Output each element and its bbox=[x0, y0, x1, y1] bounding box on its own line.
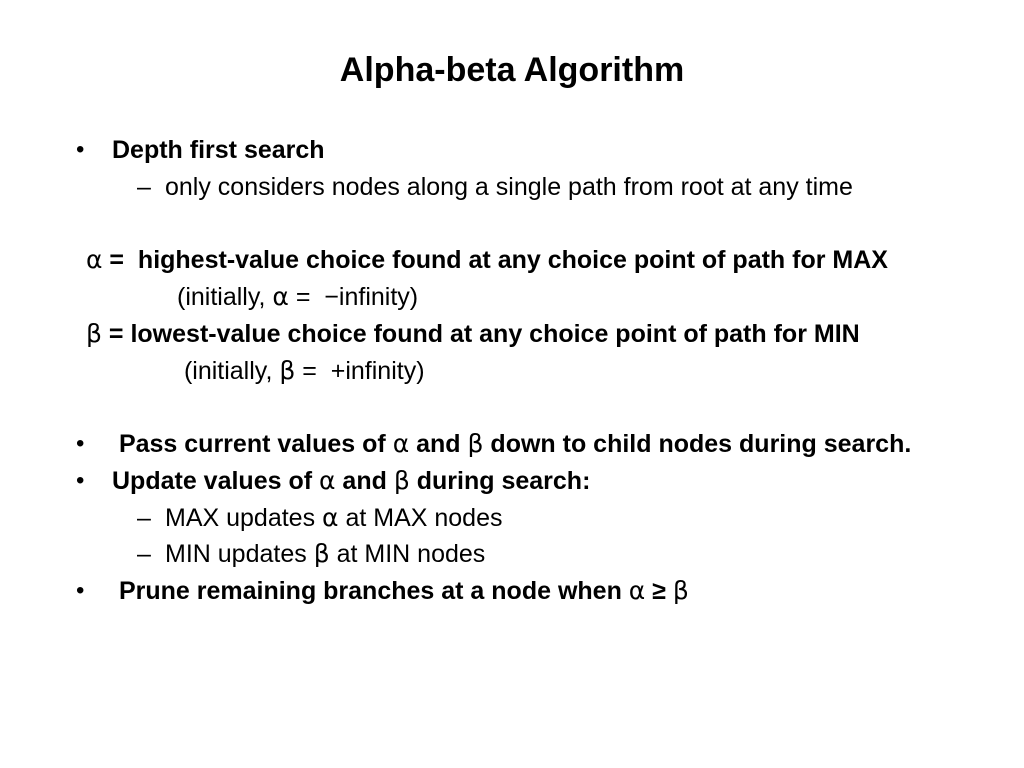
text-run: Prune remaining branches at a node when bbox=[112, 577, 629, 605]
bullet-marker: • bbox=[76, 136, 85, 163]
text-run: at MIN nodes bbox=[329, 540, 486, 569]
text-run: highest-value choice found at any choice… bbox=[137, 246, 888, 275]
text-line: (initially, β = +infinity) bbox=[0, 353, 1024, 390]
text-run: MAX updates bbox=[165, 503, 323, 532]
text-line: • Pass current values of α and β down to… bbox=[0, 426, 1024, 463]
greek-symbol: β bbox=[393, 465, 410, 495]
text-run: Pass current values of bbox=[112, 430, 393, 458]
slide-body: •Depth first search–only considers nodes… bbox=[0, 132, 1024, 610]
text-run: = bbox=[101, 319, 131, 348]
greek-symbol: α bbox=[272, 282, 289, 311]
text-run: Update values of bbox=[112, 466, 319, 495]
greek-symbol: α bbox=[322, 502, 339, 532]
greek-symbol: α bbox=[392, 429, 410, 458]
dash-marker: – bbox=[137, 172, 151, 201]
bullet-marker: • bbox=[76, 577, 85, 604]
text-run: lowest-value choice found at any choice … bbox=[130, 319, 860, 348]
bullet-marker: • bbox=[76, 466, 85, 494]
text-run: during search: bbox=[409, 466, 591, 495]
text-line: (initially, α = −infinity) bbox=[0, 279, 1024, 316]
dash-marker: – bbox=[137, 540, 151, 569]
text-line: β = lowest-value choice found at any cho… bbox=[0, 316, 1024, 353]
text-line: –only considers nodes along a single pat… bbox=[0, 169, 1024, 206]
greek-symbol: β bbox=[467, 429, 484, 458]
dash-marker: – bbox=[137, 503, 151, 532]
text-run: and bbox=[335, 466, 394, 495]
blank-line bbox=[0, 389, 1024, 426]
text-line: –MAX updates α at MAX nodes bbox=[0, 500, 1024, 537]
text-run: at MAX nodes bbox=[338, 503, 503, 532]
text-run: (initially, bbox=[177, 356, 280, 385]
greek-symbol: β bbox=[279, 355, 296, 385]
greek-symbol: α bbox=[319, 465, 336, 495]
text-run: (initially, bbox=[177, 283, 273, 311]
greek-symbol: β bbox=[672, 576, 689, 605]
greek-symbol: α bbox=[628, 576, 646, 605]
slide-title: Alpha-beta Algorithm bbox=[339, 51, 685, 89]
greek-symbol: β bbox=[313, 539, 330, 569]
text-run: ≥ bbox=[652, 577, 666, 605]
text-line: • Prune remaining branches at a node whe… bbox=[0, 573, 1024, 610]
blank-line bbox=[0, 206, 1024, 243]
text-line: • Update values of α and β during search: bbox=[0, 463, 1024, 500]
text-run: only considers nodes along a single path… bbox=[165, 172, 853, 201]
text-run: = bbox=[102, 246, 138, 275]
greek-symbol: β bbox=[86, 318, 102, 348]
text-run: down to child nodes during search. bbox=[483, 430, 912, 458]
text-run: = −infinity) bbox=[288, 283, 419, 311]
text-line: –MIN updates β at MIN nodes bbox=[0, 536, 1024, 573]
greek-symbol: α bbox=[86, 245, 103, 275]
text-run: and bbox=[409, 430, 468, 458]
text-line: • Depth first search bbox=[0, 132, 1024, 169]
text-run: = +infinity) bbox=[295, 356, 425, 385]
bullet-marker: • bbox=[76, 430, 85, 457]
text-line: α = highest-value choice found at any ch… bbox=[0, 242, 1024, 279]
text-run: MIN updates bbox=[165, 540, 314, 569]
text-run bbox=[666, 577, 673, 605]
text-run: Depth first search bbox=[112, 136, 325, 164]
